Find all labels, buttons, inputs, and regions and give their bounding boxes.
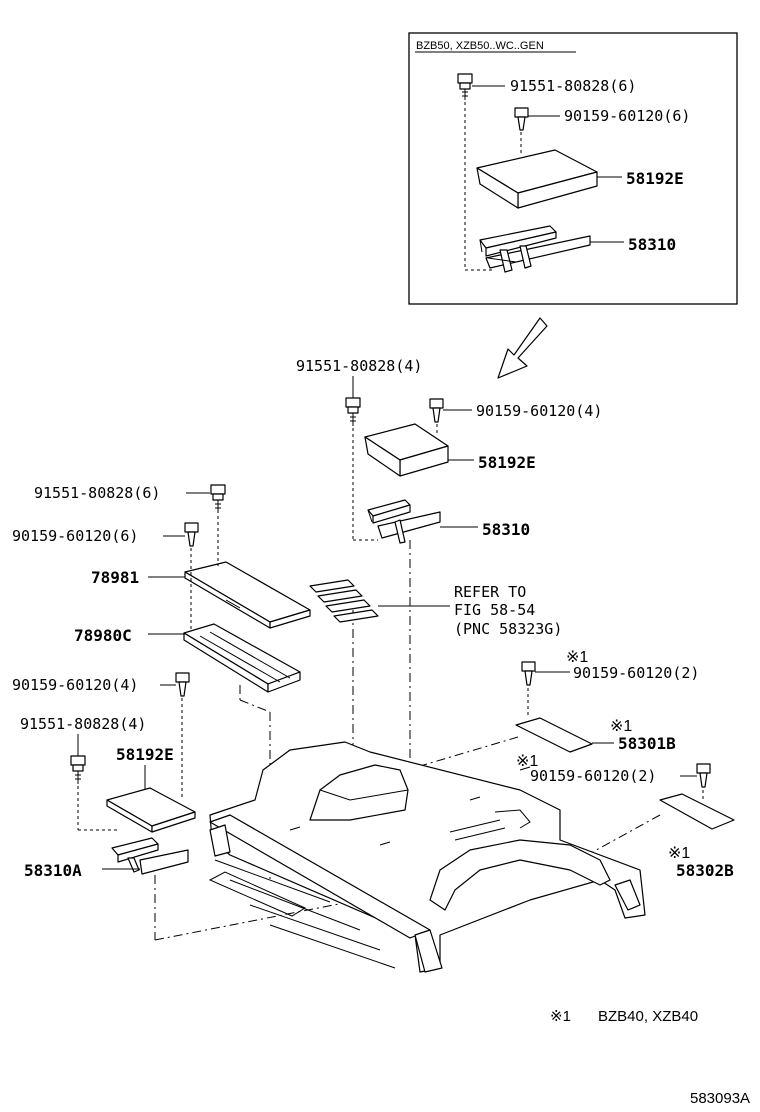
left-bracket-label: 58310A: [24, 861, 82, 880]
inset-bracket-icon: [479, 225, 591, 273]
refer-line-1: REFER TO: [454, 583, 526, 601]
cover-part-icon: [184, 561, 311, 629]
plate-58301b-icon: [515, 717, 593, 753]
top-panel-label: 58192E: [478, 453, 536, 472]
cover-label: 78981: [91, 568, 139, 587]
left-panel-label: 58192E: [116, 745, 174, 764]
inset-bolt-icon: [457, 73, 473, 100]
mark-4: ※1: [668, 845, 690, 862]
left2-bolt-label: 91551-80828(4): [20, 715, 146, 733]
inset-panel-label: 58192E: [626, 169, 684, 188]
top-bracket-label: 58310: [482, 520, 530, 539]
refer-line-3: (PNC 58323G): [454, 620, 562, 638]
left-bolt-label: 91551-80828(6): [34, 484, 160, 502]
inset-bracket-label: 58310: [628, 235, 676, 254]
inset-bolt-label: 91551-80828(6): [510, 77, 636, 95]
inset-direction-arrow: [497, 317, 548, 379]
left-bracket-icon: [111, 837, 189, 875]
tray-label: 78980C: [74, 626, 132, 645]
footnote-models: BZB40, XZB40: [598, 1008, 698, 1025]
figure-code: 583093A: [690, 1090, 750, 1107]
plate-58302b-icon: [659, 793, 735, 830]
inset-screw-icon: [514, 107, 529, 131]
top-bolt-label: 91551-80828(4): [296, 357, 422, 375]
inset-panel-part-icon: [476, 149, 598, 209]
right-screw2-icon: [696, 763, 711, 788]
right-screw1-icon: [521, 661, 536, 686]
left2-screw-label: 90159-60120(4): [12, 676, 138, 694]
inset-screw-label: 90159-60120(6): [564, 107, 690, 125]
left2-bolt-icon: [70, 755, 86, 784]
left-panel-part-icon: [106, 787, 196, 833]
right-screw2-label: 90159-60120(2): [530, 767, 656, 785]
plate-58301b-label: 58301B: [618, 734, 676, 753]
plate-58302b-label: 58302B: [676, 861, 734, 880]
floor-mat-icon: [309, 579, 379, 623]
top-bracket-icon: [367, 499, 441, 544]
left2-screw-icon: [175, 672, 190, 697]
mark-3: ※1: [516, 753, 538, 770]
mark-1: ※1: [566, 649, 588, 666]
footnote-mark: ※1: [550, 1008, 571, 1025]
top-screw-icon: [429, 398, 444, 423]
right-screw1-label: 90159-60120(2): [573, 664, 699, 682]
floor-body-icon: [208, 741, 646, 973]
refer-line-2: FIG 58-54: [454, 601, 535, 619]
top-bolt-icon: [345, 397, 361, 426]
top-panel-part-icon: [364, 423, 449, 477]
inset-title: BZB50, XZB50..WC..GEN: [416, 40, 544, 52]
inset-panel: BZB50, XZB50..WC..GEN 91551-80828(6) 901…: [408, 32, 738, 305]
left-screw-label: 90159-60120(6): [12, 527, 138, 545]
left-screw-icon: [184, 522, 199, 547]
left-bolt-icon: [210, 484, 226, 513]
top-screw-label: 90159-60120(4): [476, 402, 602, 420]
tray-part-icon: [183, 623, 301, 693]
mark-2: ※1: [610, 718, 632, 735]
